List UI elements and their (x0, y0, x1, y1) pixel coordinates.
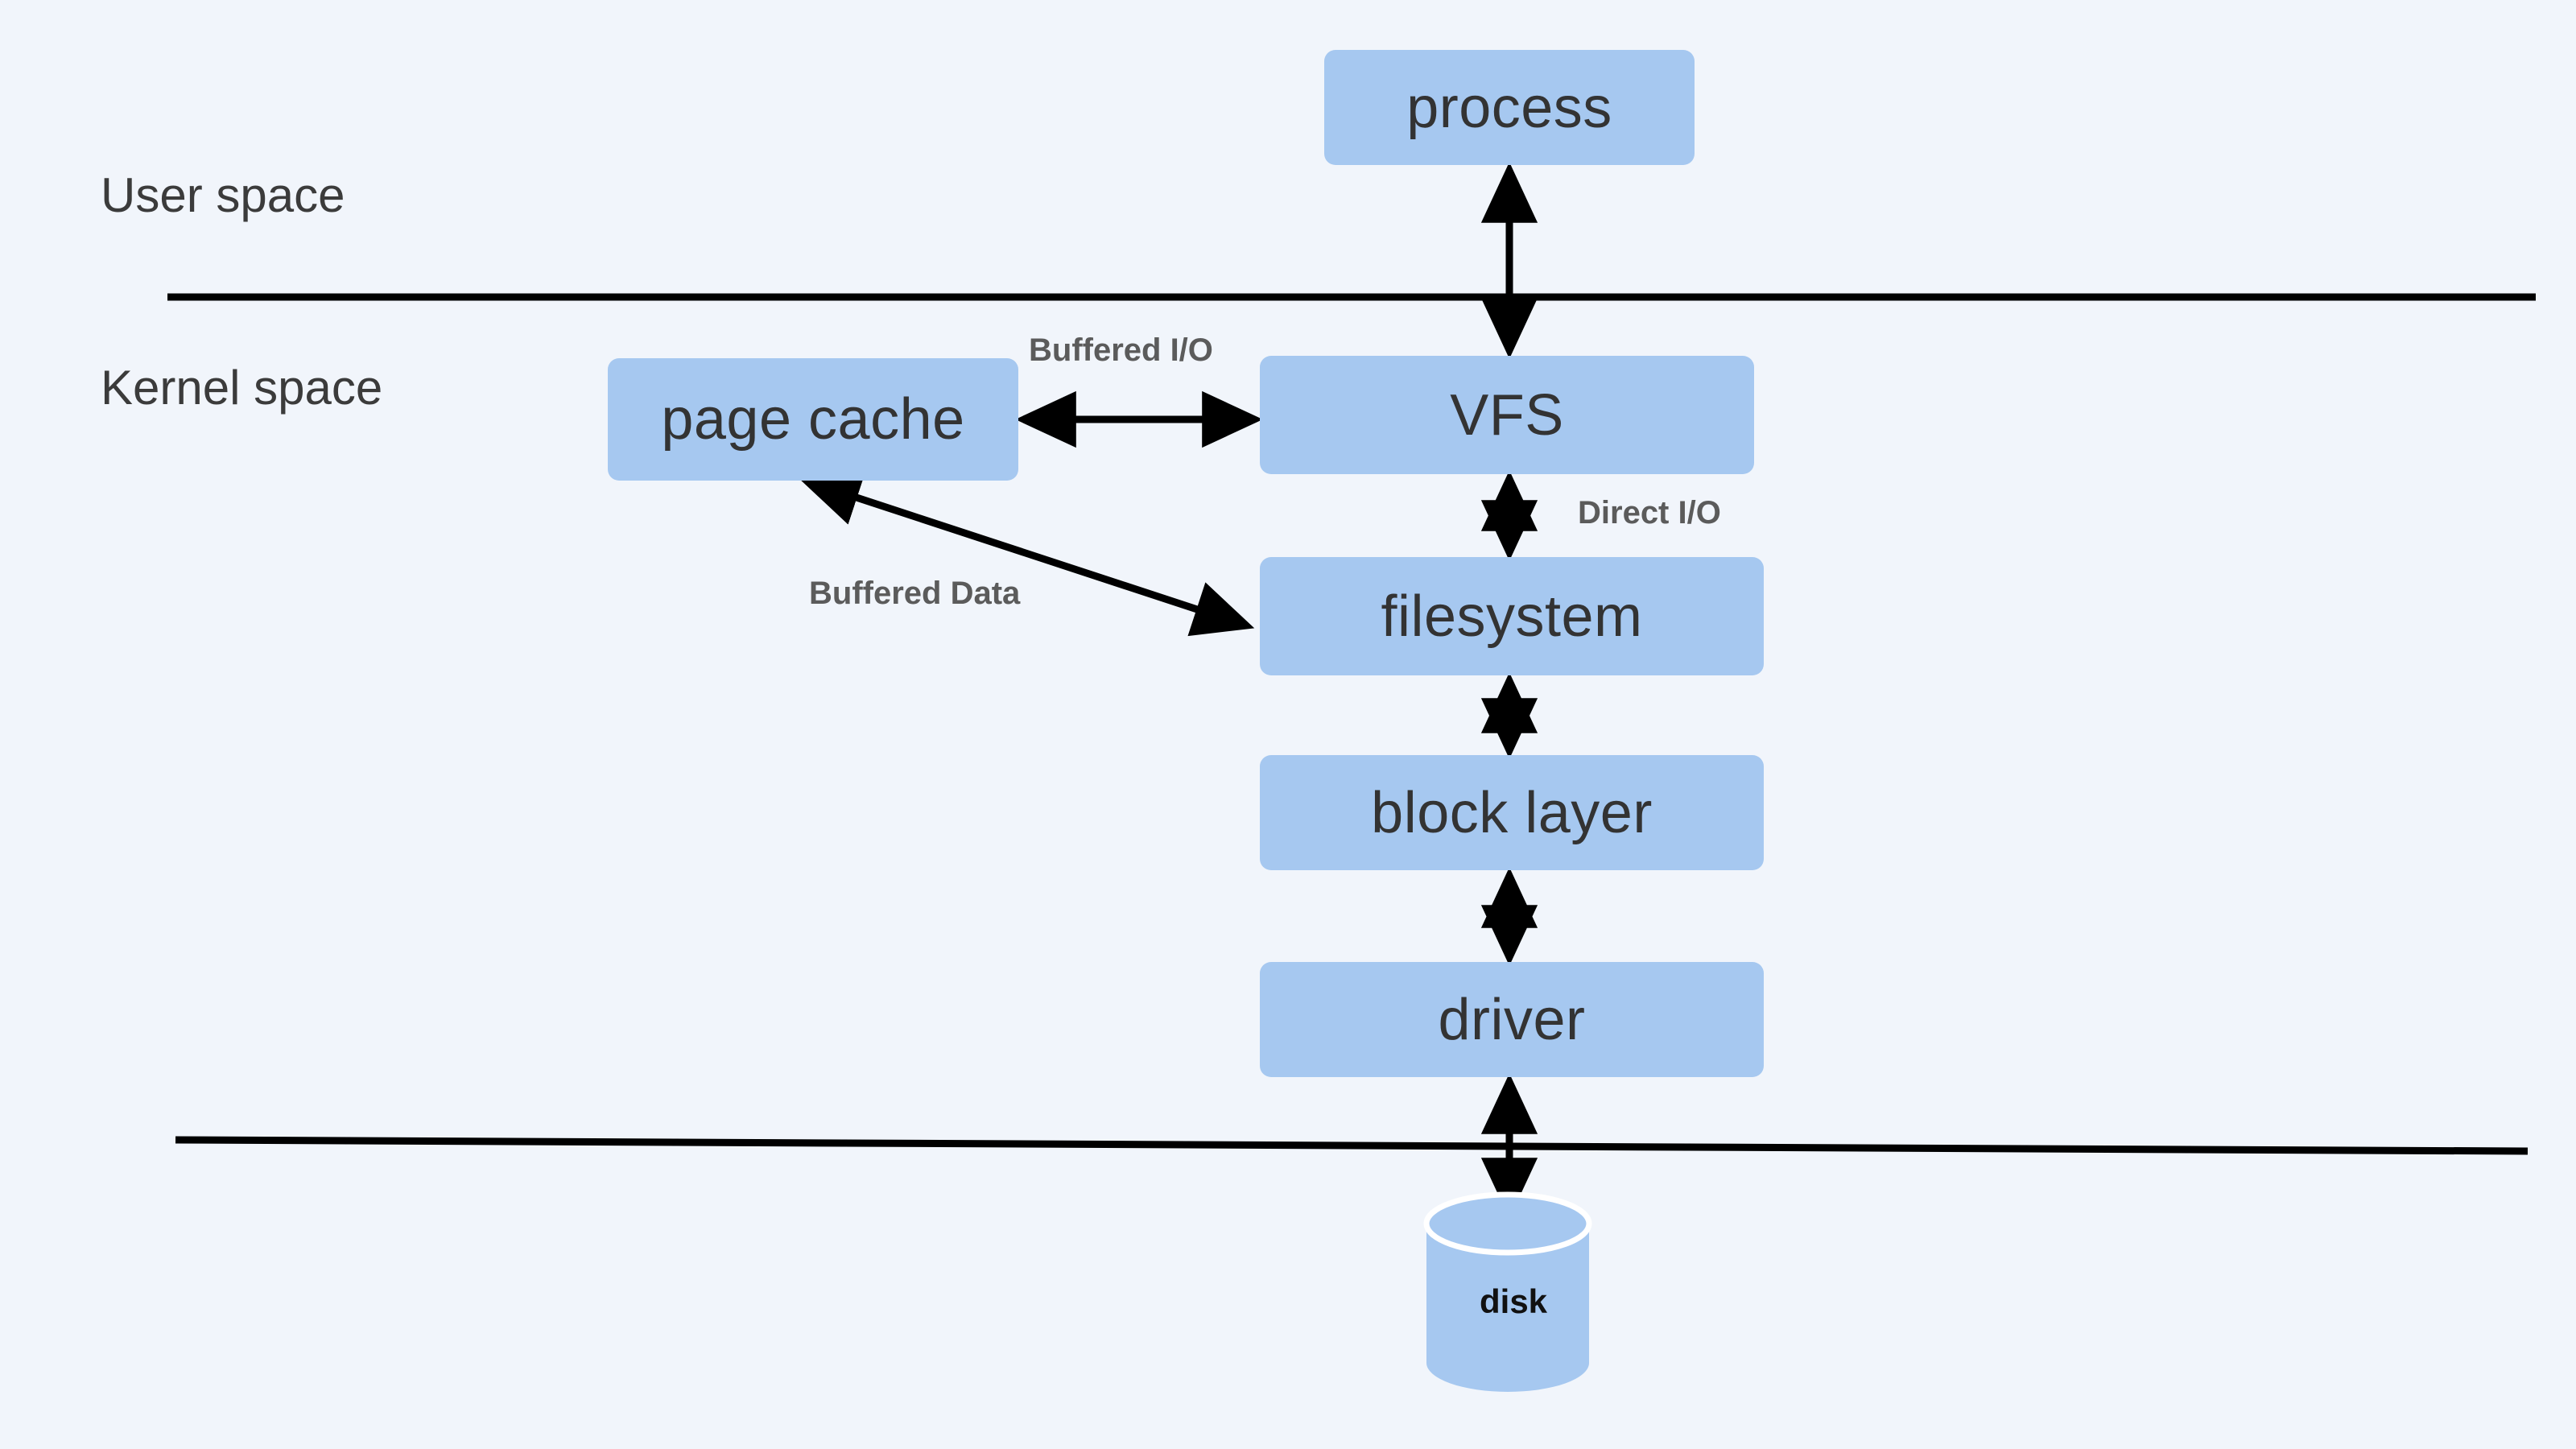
node-driver[interactable]: driver (1260, 962, 1764, 1077)
user-space-label: User space (101, 168, 345, 222)
node-process[interactable]: process (1324, 50, 1695, 165)
kernel-space-label: Kernel space (101, 361, 383, 415)
node-block-layer[interactable]: block layer (1260, 755, 1764, 870)
node-vfs[interactable]: VFS (1260, 356, 1754, 474)
disk-cylinder (1423, 1191, 1592, 1392)
node-page-cache[interactable]: page cache (608, 358, 1018, 481)
edge-label-buffered-data: Buffered Data (809, 576, 1021, 611)
node-filesystem[interactable]: filesystem (1260, 557, 1764, 675)
kernel-hardware-divider (175, 1136, 2529, 1155)
edge-label-buffered-io: Buffered I/O (1029, 332, 1213, 368)
node-disk-label: disk (1480, 1282, 1548, 1320)
connector-filesystem-pagecache (799, 470, 1255, 637)
edge-label-direct-io: Direct I/O (1578, 495, 1721, 530)
